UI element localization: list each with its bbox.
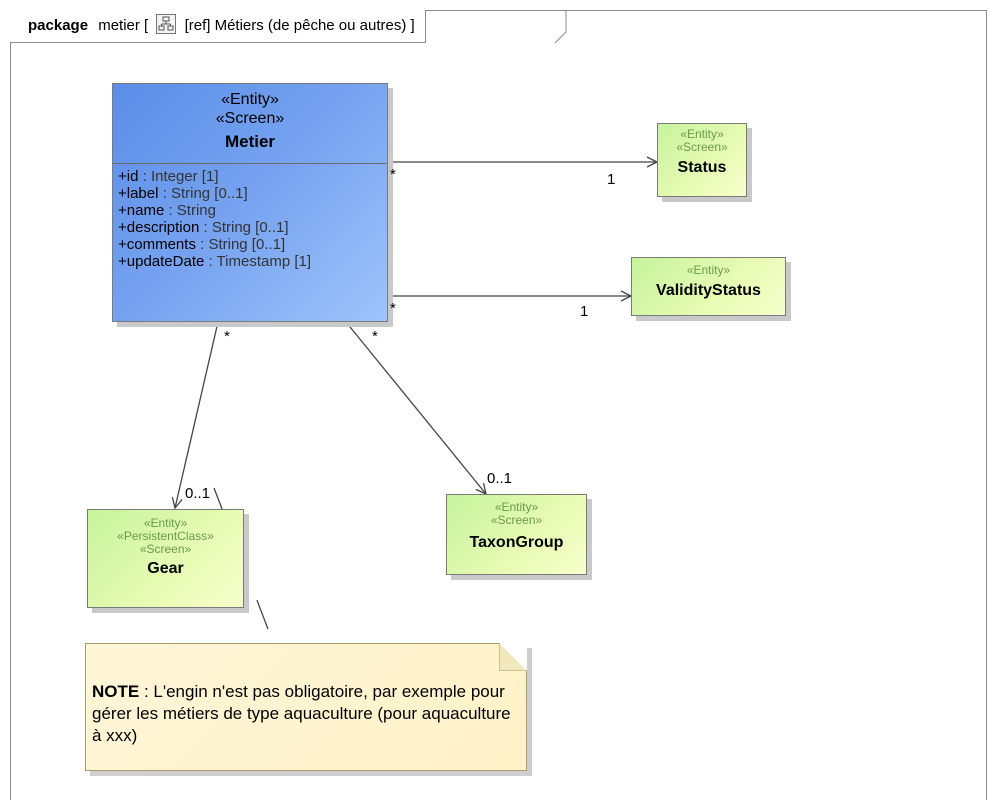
attribute-description: +description : String [0..1]: [118, 219, 289, 236]
mult-validity-target: 1: [580, 303, 589, 320]
tab-corner: [555, 10, 567, 44]
note-label: NOTE: [92, 682, 140, 701]
gear-stereotype-persistentclass: «PersistentClass»: [117, 529, 214, 543]
mult-status-target: 1: [607, 171, 616, 188]
gear-stereotype-entity: «Entity»: [143, 516, 188, 530]
attribute-label: +label : String [0..1]: [118, 185, 248, 202]
taxongroup-stereotype-screen: «Screen»: [490, 513, 543, 527]
class-validitystatus[interactable]: «Entity» ValidityStatus: [631, 257, 786, 316]
class-status[interactable]: «Entity» «Screen» Status: [657, 123, 747, 197]
package-frame: [10, 10, 987, 800]
metier-attributes: +id : Integer [1] +label : String [0..1]…: [113, 164, 387, 270]
gear-name: Gear: [147, 560, 184, 577]
assoc-metier-gear: [175, 321, 219, 508]
attribute-id: +id : Integer [1]: [118, 168, 219, 185]
note-fold-corner: [499, 643, 527, 671]
metier-stereotype-entity: «Entity»: [221, 91, 279, 108]
validitystatus-name: ValidityStatus: [656, 282, 761, 299]
class-taxongroup[interactable]: «Entity» «Screen» TaxonGroup: [446, 494, 587, 575]
attribute-updatedate: +updateDate : Timestamp [1]: [118, 253, 312, 270]
mult-gear-source: *: [224, 328, 230, 345]
status-stereotype-screen: «Screen»: [676, 140, 728, 154]
note[interactable]: NOTE : L'engin n'est pas obligatoire, pa…: [85, 643, 527, 771]
gear-stereotype-screen: «Screen»: [139, 542, 192, 556]
note-text: NOTE : L'engin n'est pas obligatoire, pa…: [92, 681, 512, 747]
package-tab: package metier [ [ref] Métiers (de pêche…: [10, 10, 426, 43]
note-body: : L'engin n'est pas obligatoire, par exe…: [92, 682, 511, 745]
metier-stereotype-screen: «Screen»: [215, 110, 285, 127]
class-metier[interactable]: «Entity» «Screen» Metier +id : Integer […: [112, 83, 388, 322]
package-keyword: package: [28, 17, 89, 34]
mult-validity-source: *: [390, 300, 396, 317]
attribute-comments: +comments : String [0..1]: [118, 236, 286, 253]
taxongroup-stereotype-entity: «Entity»: [494, 500, 539, 514]
metier-name: Metier: [224, 132, 276, 151]
package-ref-text: [ref] Métiers (de pêche ou autres) ]: [184, 17, 415, 34]
attribute-name: +name : String: [118, 202, 216, 219]
mult-status-source: *: [390, 166, 396, 183]
mult-taxon-target: 0..1: [487, 470, 513, 487]
assoc-metier-taxongroup: [345, 321, 486, 494]
metier-header: «Entity» «Screen» Metier: [113, 84, 387, 164]
diagram-ref-icon[interactable]: [156, 14, 177, 34]
class-gear[interactable]: «Entity» «PersistentClass» «Screen» Gear: [87, 509, 244, 608]
status-stereotype-entity: «Entity»: [680, 127, 724, 141]
taxongroup-name: TaxonGroup: [469, 534, 564, 551]
status-name: Status: [677, 159, 727, 176]
validitystatus-stereotype-entity: «Entity»: [686, 263, 731, 277]
mult-taxon-source: *: [372, 328, 378, 345]
package-name: metier [: [98, 17, 149, 34]
mult-gear-target: 0..1: [185, 485, 211, 502]
